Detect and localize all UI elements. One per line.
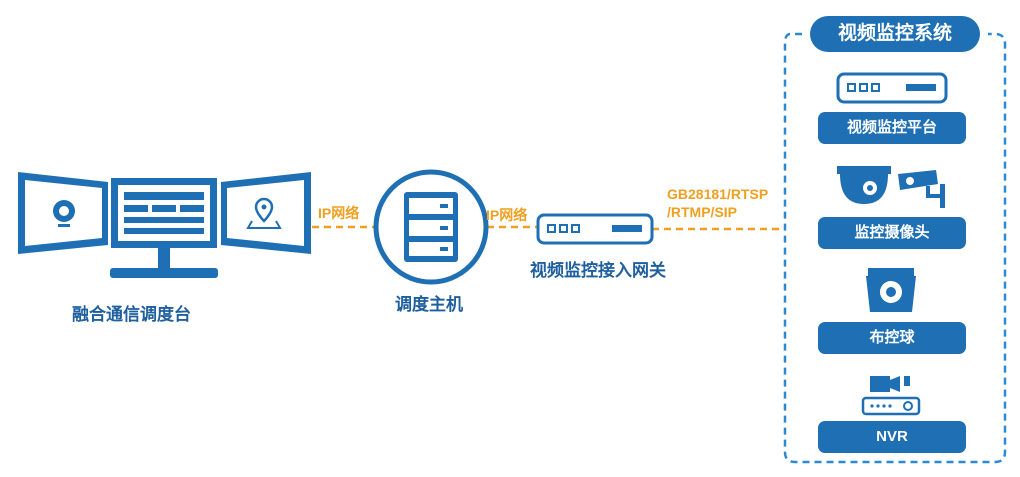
- protocol-label-line2: /RTMP/SIP: [667, 204, 738, 220]
- system-item-platform: 视频监控平台: [818, 112, 966, 144]
- link-label-server-gateway: IP网络: [486, 207, 528, 223]
- console-monitors-icon: [18, 172, 311, 278]
- system-title: 视频监控系统: [810, 16, 980, 52]
- ptz-ball-icon: [866, 268, 916, 312]
- system-item-camera: 监控摄像头: [818, 217, 966, 249]
- camera-icon: [837, 166, 945, 208]
- nvr-icon: [861, 376, 921, 416]
- protocol-label-line1: GB28181/RTSP: [667, 186, 769, 202]
- console-label: 融合通信调度台: [72, 305, 191, 324]
- platform-icon: [836, 72, 948, 104]
- gateway-icon: [536, 213, 654, 245]
- system-item-nvr: NVR: [818, 421, 966, 453]
- server-label: 调度主机: [395, 295, 463, 314]
- connection-lines: [312, 225, 785, 231]
- gateway-label: 视频监控接入网关: [530, 261, 666, 280]
- server-icon: [373, 169, 489, 285]
- link-label-console-server: IP网络: [318, 205, 360, 221]
- system-item-ptz-ball: 布控球: [818, 322, 966, 354]
